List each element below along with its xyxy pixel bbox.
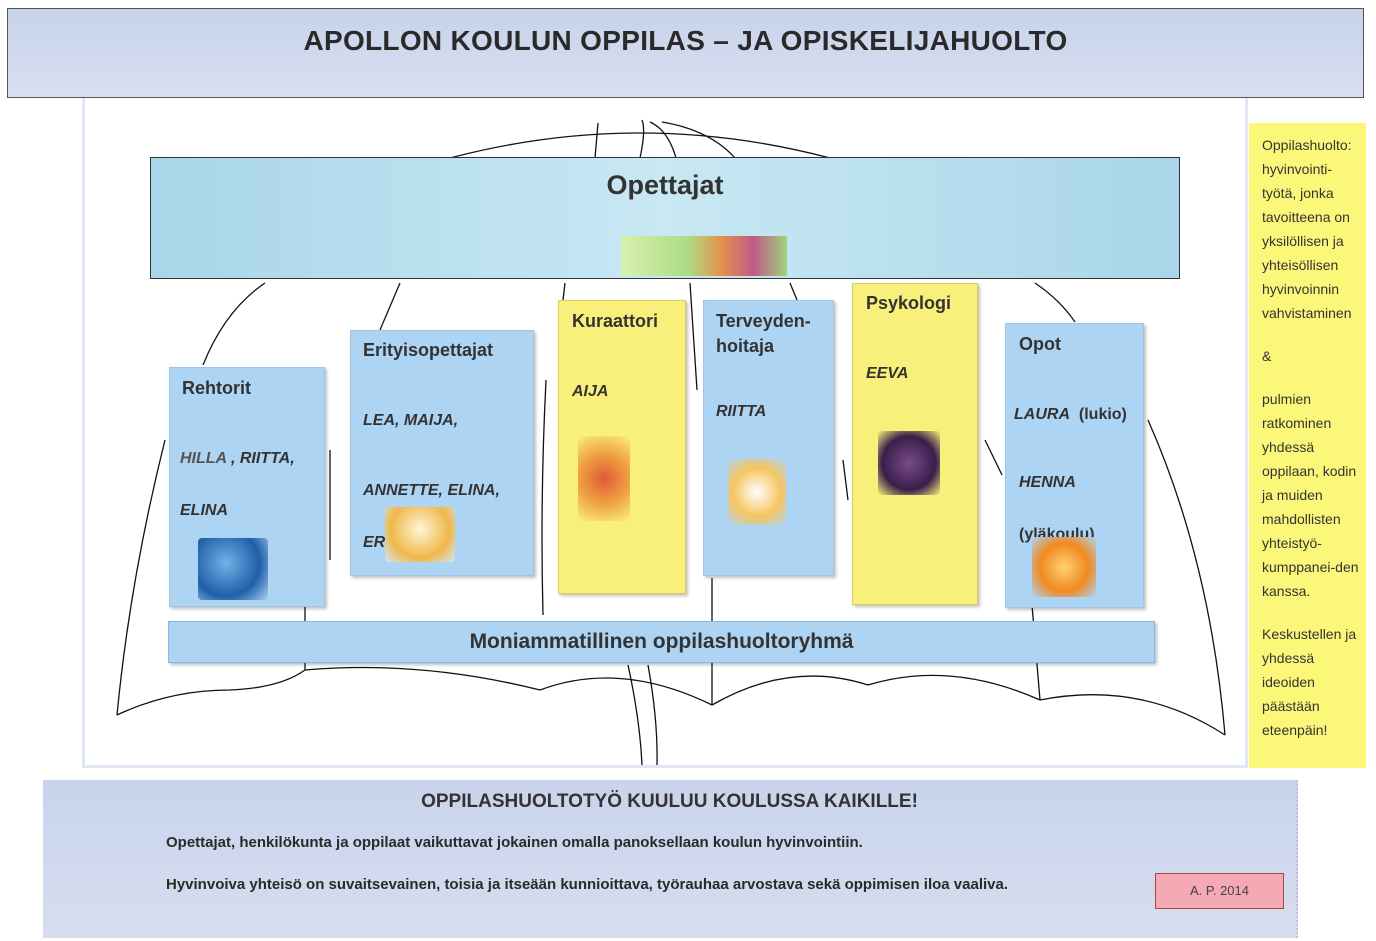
name: ELINA <box>180 502 228 519</box>
role-card-opot: Opot LAURA (lukio) HENNA (yläkoulu) <box>1005 323 1144 608</box>
umbrella-rib <box>689 282 698 391</box>
umbrella-rib <box>541 379 547 616</box>
role-title: Kuraattori <box>572 311 659 331</box>
role-card-erityisopettajat: Erityisopettajat LEA, MAIJA, ANNETTE, EL… <box>350 330 534 576</box>
role-names: AIJA <box>572 353 608 405</box>
umbrella-rib <box>379 282 401 331</box>
teachers-label: Opettajat <box>606 170 724 200</box>
teachers-box: Opettajat <box>150 157 1180 279</box>
umbrella-rib <box>661 121 736 159</box>
umbrella-side-right <box>1147 419 1226 736</box>
page-title: APOLLON KOULUN OPPILAS – JA OPISKELIJAHU… <box>303 25 1068 56</box>
umbrella-rib <box>562 282 566 301</box>
umbrella-rib <box>639 119 645 159</box>
umbrella-rib <box>202 282 266 366</box>
umbrella-scallop <box>711 675 869 706</box>
decorative-image <box>1032 537 1096 597</box>
umbrella-rib <box>842 459 849 501</box>
role-names: RIITTA <box>716 373 766 425</box>
name: HENNA <box>1019 474 1076 491</box>
flower-decoration-image <box>621 236 787 276</box>
name: , RIITTA, <box>226 450 295 467</box>
umbrella-scallop <box>539 677 713 706</box>
umbrella-rib <box>1034 282 1076 323</box>
umbrella-top-arc <box>449 132 831 159</box>
side-note-paragraph: pulmien ratkominen yhdessä oppilaan, kod… <box>1262 391 1359 599</box>
side-note: Oppilashuolto: hyvinvointi-työtä, jonka … <box>1249 123 1366 768</box>
group-label: Moniammatillinen oppilashuoltoryhmä <box>469 630 854 653</box>
role-names: EEVA <box>866 335 908 387</box>
umbrella-rib <box>594 122 599 159</box>
name: HILLA <box>180 450 227 467</box>
title-bar: APOLLON KOULUN OPPILAS – JA OPISKELIJAHU… <box>7 8 1364 98</box>
role-title: Rehtorit <box>182 378 251 398</box>
footer-text-line: Hyvinvoiva yhteisö on suvaitsevainen, to… <box>166 876 1009 893</box>
name: RIITTA <box>716 403 767 420</box>
side-note-paragraph: Keskustellen ja yhdessä ideoiden päästää… <box>1262 626 1357 738</box>
side-note-paragraph: Oppilashuolto: hyvinvointi-työtä, jonka … <box>1262 137 1352 321</box>
name-note: (lukio) <box>1078 406 1127 423</box>
name: LEA, MAIJA, <box>363 412 459 429</box>
main-frame <box>82 98 1248 768</box>
umbrella-scallop <box>867 674 1041 701</box>
footer-title: OPPILASHUOLTOTYÖ KUULUU KOULUSSA KAIKILL… <box>421 791 918 812</box>
side-note-paragraph: & <box>1262 348 1272 364</box>
umbrella-scallop <box>116 669 306 716</box>
role-card-psykologi: Psykologi EEVA <box>852 283 978 605</box>
decorative-image <box>385 507 455 562</box>
role-card-kuraattori: Kuraattori AIJA <box>558 300 686 594</box>
decorative-image <box>878 431 940 495</box>
role-title: Opot <box>1019 334 1061 354</box>
role-names: HILLA , RIITTA, ELINA <box>180 420 295 524</box>
umbrella-rib <box>649 121 677 159</box>
role-title: Psykologi <box>866 293 952 313</box>
name: AIJA <box>572 383 609 400</box>
umbrella-scallop <box>304 666 541 691</box>
umbrella-rib <box>984 439 1003 476</box>
name: LAURA <box>1014 406 1070 423</box>
umbrella-handle <box>647 664 658 766</box>
role-names: LAURA (lukio) HENNA (yläkoulu) <box>1014 376 1127 548</box>
role-card-rehtorit: Rehtorit HILLA , RIITTA, ELINA <box>169 367 325 607</box>
decorative-image <box>198 538 268 600</box>
multiprofessional-group-bar: Moniammatillinen oppilashuoltoryhmä <box>168 621 1155 663</box>
role-title: Terveyden- hoitaja <box>716 311 811 356</box>
footer-panel: OPPILASHUOLTOTYÖ KUULUU KOULUSSA KAIKILL… <box>43 780 1298 938</box>
name: ANNETTE, ELINA, <box>363 482 500 499</box>
decorative-image <box>578 436 630 521</box>
credit-badge: A. P. 2014 <box>1155 873 1284 909</box>
footer-text-line: Opettajat, henkilökunta ja oppilaat vaik… <box>166 834 863 851</box>
umbrella-side-left <box>116 439 166 716</box>
umbrella-scallop <box>1039 694 1226 736</box>
decorative-image <box>728 459 786 525</box>
umbrella-rib <box>789 282 798 301</box>
umbrella-handle <box>627 664 643 766</box>
role-card-terveydenhoitaja: Terveyden- hoitaja RIITTA <box>703 300 834 576</box>
role-title: Erityisopettajat <box>363 340 494 360</box>
name: EEVA <box>866 365 909 382</box>
